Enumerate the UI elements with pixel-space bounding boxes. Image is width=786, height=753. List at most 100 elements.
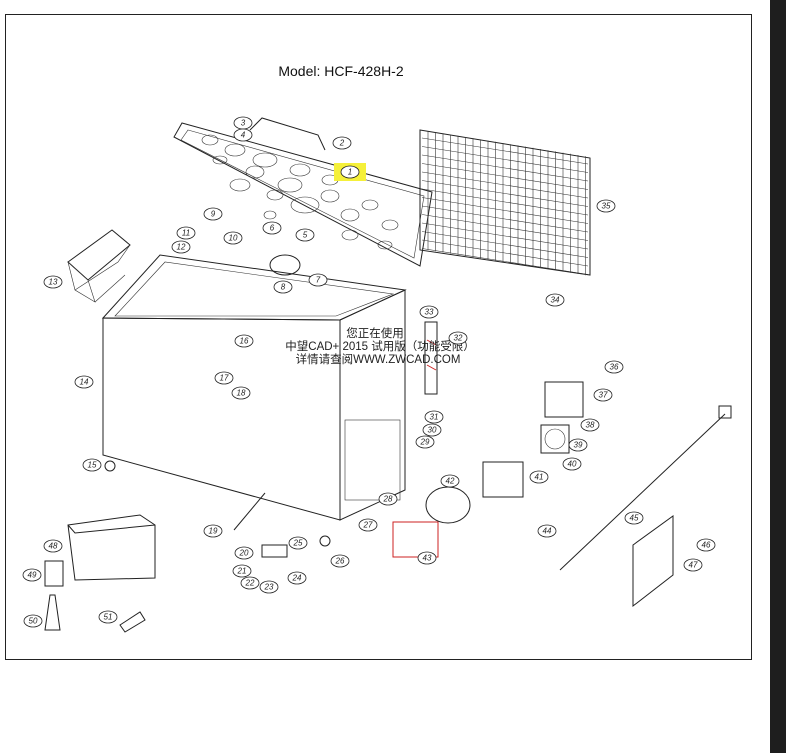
- lid-hole: [263, 210, 277, 220]
- part-number: 10: [229, 234, 238, 243]
- part-callout-21[interactable]: 21: [232, 564, 252, 578]
- part-callout-24[interactable]: 24: [287, 571, 307, 585]
- condenser-tube: [421, 163, 589, 190]
- lid-hole: [377, 240, 393, 250]
- side-scrollbar[interactable]: [770, 0, 786, 753]
- callout-bubble: [287, 571, 307, 585]
- callout-bubble: [440, 474, 460, 488]
- part-callout-9[interactable]: 9: [203, 207, 223, 221]
- callout-bubble: [98, 610, 118, 624]
- part-callout-34[interactable]: 34: [545, 293, 565, 307]
- lid-hole: [341, 229, 359, 241]
- power-cord: [559, 413, 726, 571]
- part-callout-32[interactable]: 32: [448, 331, 468, 345]
- part-callout-46[interactable]: 46: [696, 538, 716, 552]
- part-callout-39[interactable]: 39: [568, 438, 588, 452]
- part-number: 34: [551, 296, 560, 305]
- part-number: 19: [209, 527, 218, 536]
- part-callout-48[interactable]: 48: [43, 539, 63, 553]
- part-callout-19[interactable]: 19: [203, 524, 223, 538]
- part-callout-38[interactable]: 38: [580, 418, 600, 432]
- callout-bubble: [288, 536, 308, 550]
- watermark-line-3: 详情请查阅WWW.ZWCAD.COM: [296, 352, 461, 366]
- callout-bubble: [330, 554, 350, 568]
- part-callout-33[interactable]: 33: [419, 305, 439, 319]
- part-callout-30[interactable]: 30: [422, 423, 442, 437]
- callout-bubble: [262, 221, 282, 235]
- fan-blade: [544, 428, 566, 450]
- callout-bubble: [419, 305, 439, 319]
- callout-bubble: [231, 386, 251, 400]
- drawing-frame: [5, 14, 752, 660]
- part-number: 12: [177, 243, 186, 252]
- lid-hole: [224, 143, 246, 157]
- part-number: 26: [335, 557, 345, 566]
- part-callout-43[interactable]: 43: [417, 551, 437, 565]
- callout-bubble: [422, 423, 442, 437]
- part-callout-2[interactable]: 2: [332, 136, 352, 150]
- callout-bubble: [448, 331, 468, 345]
- part-callout-17[interactable]: 17: [214, 371, 234, 385]
- part-callout-47[interactable]: 47: [683, 558, 703, 572]
- callout-bubble: [415, 435, 435, 449]
- part-callout-16[interactable]: 16: [234, 334, 254, 348]
- scraper: [44, 594, 61, 631]
- lid-hole: [340, 208, 360, 222]
- callout-bubble: [596, 199, 616, 213]
- part-callout-15[interactable]: 15: [82, 458, 102, 472]
- part-callout-5[interactable]: 5: [295, 228, 315, 242]
- part-callout-6[interactable]: 6: [262, 221, 282, 235]
- part-callout-12[interactable]: 12: [171, 240, 191, 254]
- part-number: 51: [104, 613, 113, 622]
- callout-bubble: [176, 226, 196, 240]
- callout-bubble: [273, 280, 293, 294]
- callout-bubble: [214, 371, 234, 385]
- callout-bubble: [529, 470, 549, 484]
- part-number: 6: [270, 224, 275, 233]
- callout-bubble: [295, 228, 315, 242]
- callout-bubble: [74, 375, 94, 389]
- part-callout-25[interactable]: 25: [288, 536, 308, 550]
- part-callout-8[interactable]: 8: [273, 280, 293, 294]
- condenser-tube: [421, 197, 589, 224]
- part-callout-51[interactable]: 51: [98, 610, 118, 624]
- screw-mark: [426, 364, 437, 371]
- callout-bubble: [604, 360, 624, 374]
- part-callout-36[interactable]: 36: [604, 360, 624, 374]
- part-callout-49[interactable]: 49: [22, 568, 42, 582]
- part-callout-31[interactable]: 31: [424, 410, 444, 424]
- part-number: 18: [237, 389, 246, 398]
- part-callout-3[interactable]: 3: [233, 116, 253, 130]
- part-callout-27[interactable]: 27: [358, 518, 378, 532]
- callout-bubble: [43, 275, 63, 289]
- part-callout-10[interactable]: 10: [223, 231, 243, 245]
- part-number: 11: [182, 229, 190, 238]
- part-callout-18[interactable]: 18: [231, 386, 251, 400]
- part-callout-29[interactable]: 29: [415, 435, 435, 449]
- part-callout-41[interactable]: 41: [529, 470, 549, 484]
- part-callout-11[interactable]: 11: [176, 226, 196, 240]
- part-callout-42[interactable]: 42: [440, 474, 460, 488]
- condenser-tube: [421, 248, 589, 275]
- part-callout-35[interactable]: 35: [596, 199, 616, 213]
- part-callout-26[interactable]: 26: [330, 554, 350, 568]
- part-callout-20[interactable]: 20: [234, 546, 254, 560]
- part-callout-4[interactable]: 4: [233, 128, 253, 142]
- part-callout-7[interactable]: 7: [308, 273, 328, 287]
- part-callout-50[interactable]: 50: [23, 614, 43, 628]
- part-callout-28[interactable]: 28: [378, 492, 398, 506]
- part-number: 49: [28, 571, 37, 580]
- part-callout-37[interactable]: 37: [593, 388, 613, 402]
- callout-bubble: [223, 231, 243, 245]
- part-callout-22[interactable]: 22: [240, 576, 260, 590]
- part-number: 24: [292, 574, 302, 583]
- part-callout-1[interactable]: 1: [334, 163, 366, 181]
- part-callout-13[interactable]: 13: [43, 275, 63, 289]
- callout-bubble: [233, 128, 253, 142]
- part-callout-44[interactable]: 44: [537, 524, 557, 538]
- side-strip: [424, 321, 438, 395]
- part-callout-23[interactable]: 23: [259, 580, 279, 594]
- part-callout-14[interactable]: 14: [74, 375, 94, 389]
- part-callout-40[interactable]: 40: [562, 457, 582, 471]
- part-callout-45[interactable]: 45: [624, 511, 644, 525]
